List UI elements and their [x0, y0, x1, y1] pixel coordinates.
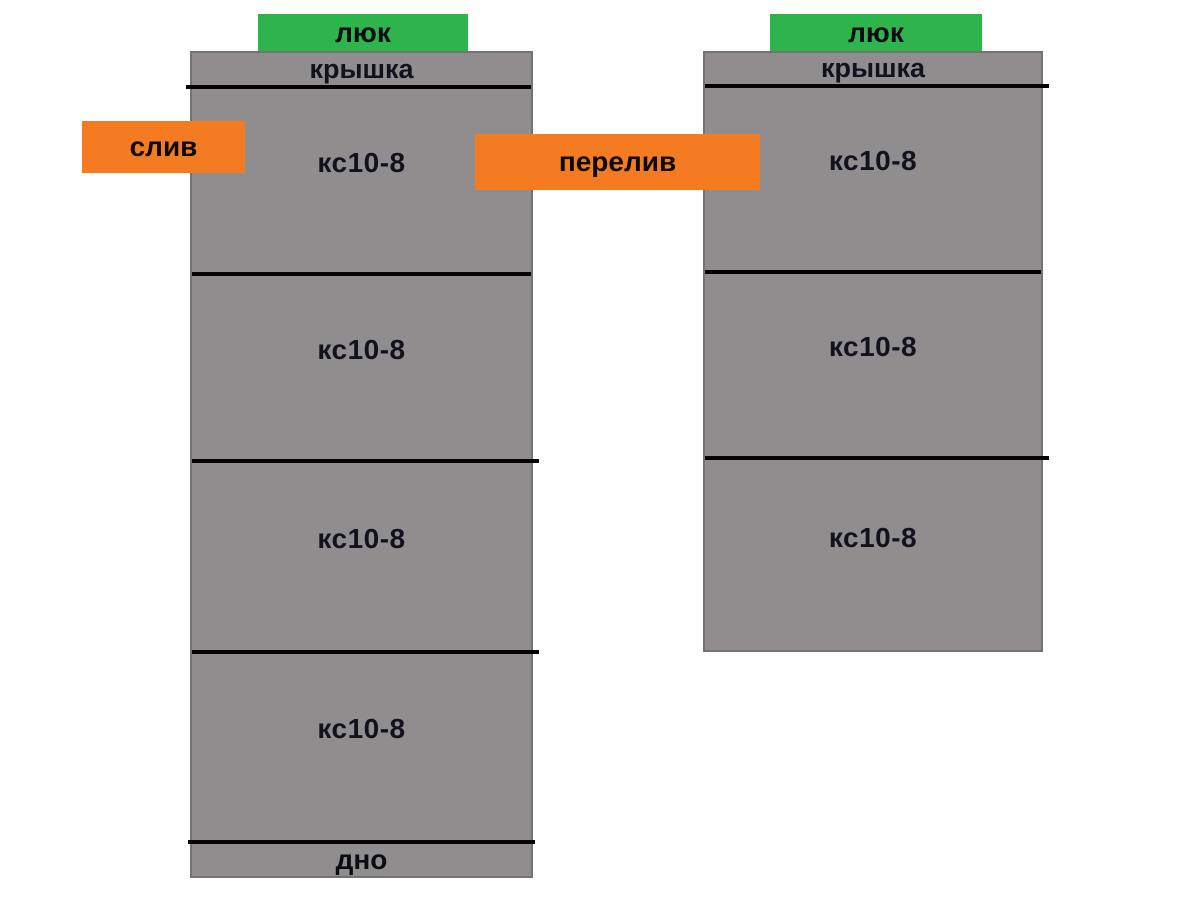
drain-badge: слив	[82, 121, 245, 173]
left-ring-4-label: кс10-8	[317, 713, 406, 744]
left-hatch-block: люк	[258, 14, 468, 51]
left-bottom-band: дно	[192, 844, 531, 876]
left-cover-label: крышка	[309, 53, 414, 84]
left-joint-line-5	[188, 840, 535, 844]
left-joint-line-3	[192, 459, 539, 463]
right-ring-2-label: кс10-8	[828, 331, 918, 362]
right-ring-1-label: кс10-8	[828, 145, 918, 176]
right-joint-line-1	[705, 84, 1049, 88]
left-ring-1-label: кс10-8	[317, 146, 406, 178]
overflow-label: перелив	[558, 146, 677, 177]
right-joint-line-2	[705, 270, 1041, 274]
left-ring-2: кс10-8	[192, 276, 531, 459]
overflow-badge: перелив	[475, 134, 760, 190]
left-ring-3-label: кс10-8	[317, 522, 406, 554]
left-ring-4: кс10-8	[192, 654, 531, 840]
right-hatch-label: люк	[848, 16, 904, 48]
left-cover-band: крышка	[192, 53, 531, 85]
left-joint-line-2	[192, 272, 531, 276]
right-ring-2: кс10-8	[705, 274, 1041, 456]
left-joint-line-4	[192, 650, 539, 654]
right-ring-3: кс10-8	[705, 460, 1041, 652]
right-ring-3-label: кс10-8	[828, 522, 918, 553]
right-ring-1: кс10-8	[705, 88, 1041, 270]
drain-label: слив	[129, 131, 198, 162]
right-cover-band: крышка	[705, 53, 1041, 84]
left-bottom-label: дно	[335, 844, 388, 875]
left-joint-line-1	[186, 85, 531, 89]
left-ring-1: кс10-8	[192, 89, 531, 272]
left-hatch-label: люк	[335, 16, 391, 48]
right-joint-line-3	[705, 456, 1049, 460]
right-cover-label: крышка	[820, 53, 926, 83]
right-hatch-block: люк	[770, 14, 982, 51]
left-ring-2-label: кс10-8	[317, 333, 406, 365]
left-ring-3: кс10-8	[192, 463, 531, 650]
